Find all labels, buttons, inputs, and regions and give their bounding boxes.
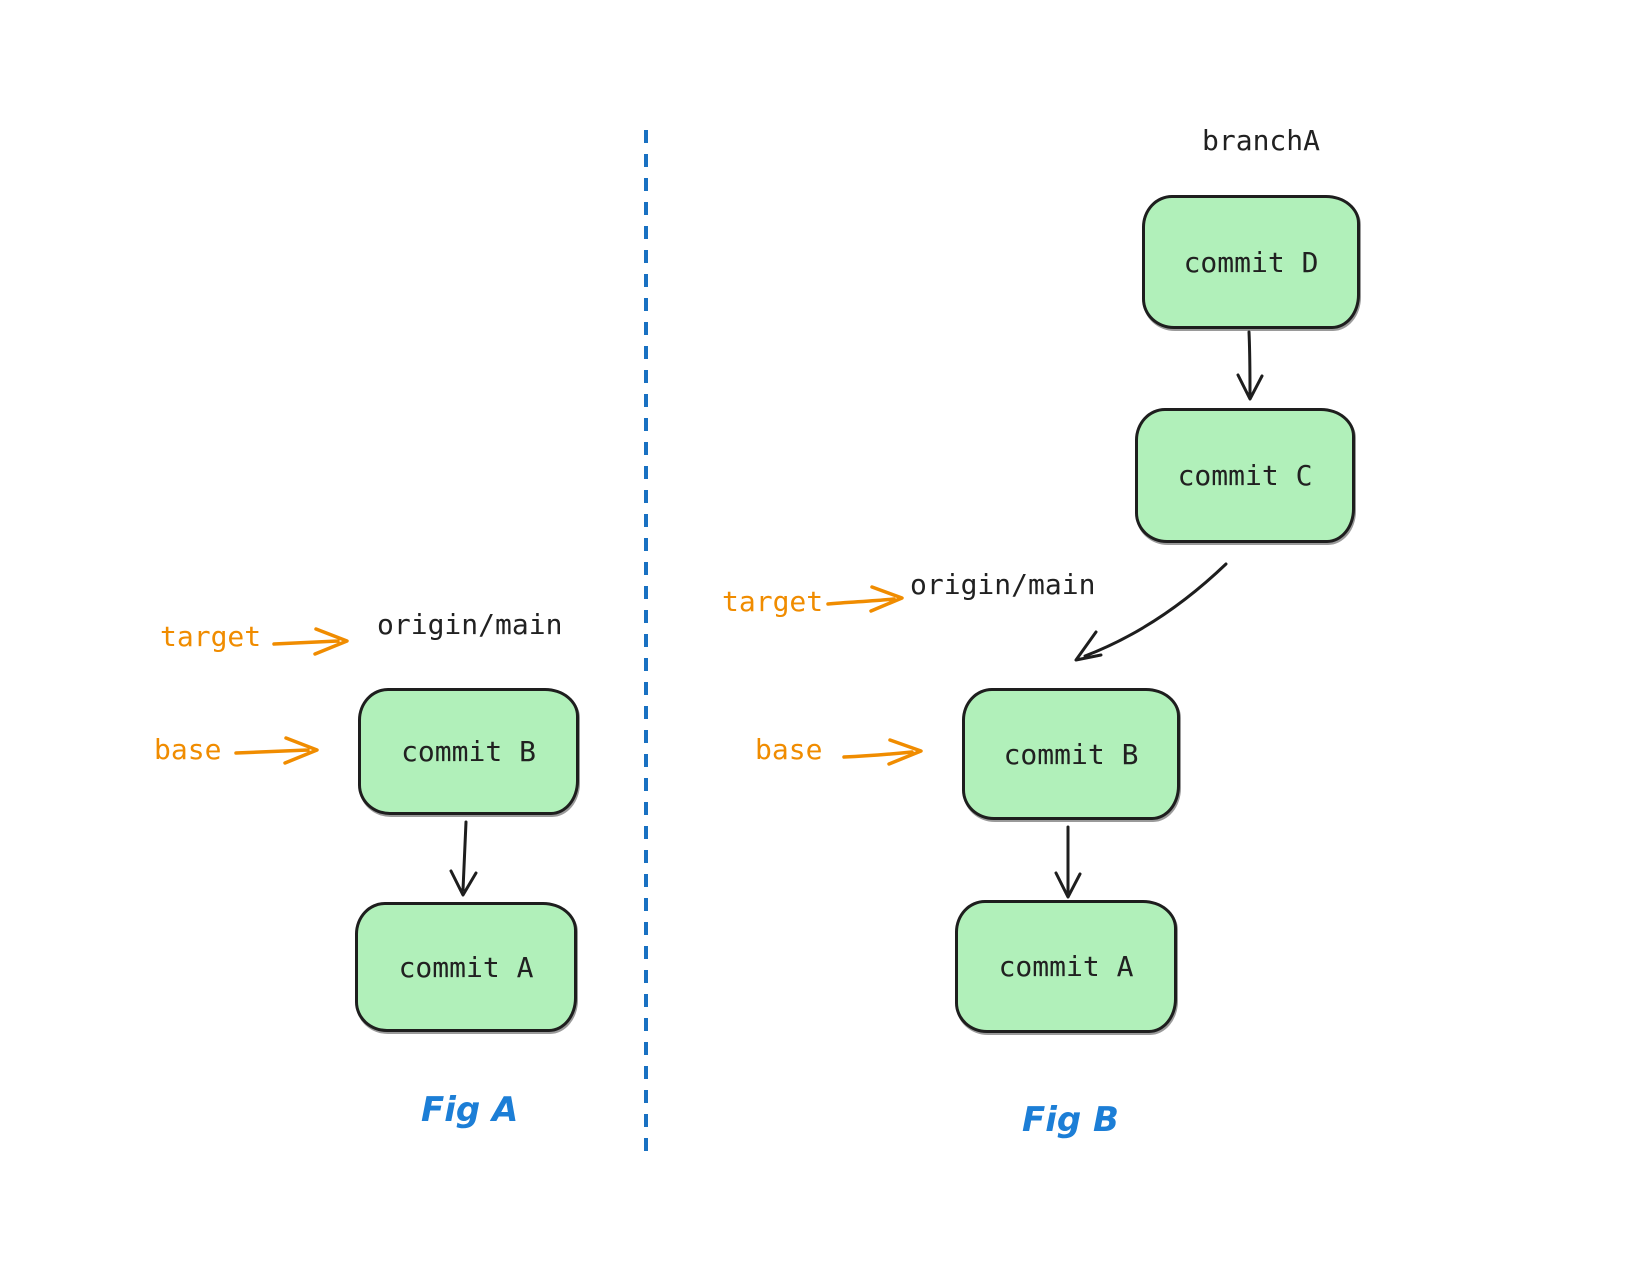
fig-b-ref-origin-main-label: origin/main — [910, 568, 1096, 601]
fig-b-target-label: target — [722, 585, 824, 618]
fig-a-caption: Fig A — [421, 1090, 519, 1130]
fig-a-arrow-commit-b-to-commit-a — [449, 820, 478, 897]
fig-a-target-label: target — [160, 620, 262, 653]
commit-b-label: commit B — [1003, 737, 1139, 771]
commit-a-label: commit A — [398, 950, 534, 984]
commit-c-label: commit C — [1177, 459, 1313, 492]
fig-b-branch-a-label: branchA — [1202, 124, 1321, 157]
fig-a-node-commit-a: commit A — [355, 902, 577, 1032]
fig-b-base-arrow — [842, 738, 923, 766]
commit-a-label: commit A — [998, 950, 1134, 983]
fig-b-node-commit-b: commit B — [962, 688, 1180, 820]
fig-b-base-label: base — [755, 733, 823, 766]
commit-b-label: commit B — [401, 735, 536, 768]
fig-b-arrow-commit-b-to-commit-a — [1054, 825, 1082, 899]
fig-b-arrow-commit-c-to-commit-b — [1074, 562, 1228, 662]
fig-b-node-commit-c: commit C — [1135, 408, 1355, 543]
fig-b-node-commit-a: commit A — [955, 900, 1177, 1033]
fig-b-arrow-commit-d-to-commit-c — [1236, 330, 1264, 401]
fig-b-caption: Fig B — [1022, 1100, 1119, 1140]
commit-d-label: commit D — [1183, 245, 1319, 279]
fig-a-target-arrow — [272, 627, 349, 656]
fig-a-node-commit-b: commit B — [358, 688, 579, 815]
fig-a-base-arrow — [234, 736, 319, 765]
fig-a-base-label: base — [154, 733, 222, 766]
fig-a-ref-origin-main-label: origin/main — [377, 608, 563, 641]
fig-b-node-commit-d: commit D — [1142, 195, 1360, 329]
fig-b-target-arrow — [826, 585, 904, 613]
